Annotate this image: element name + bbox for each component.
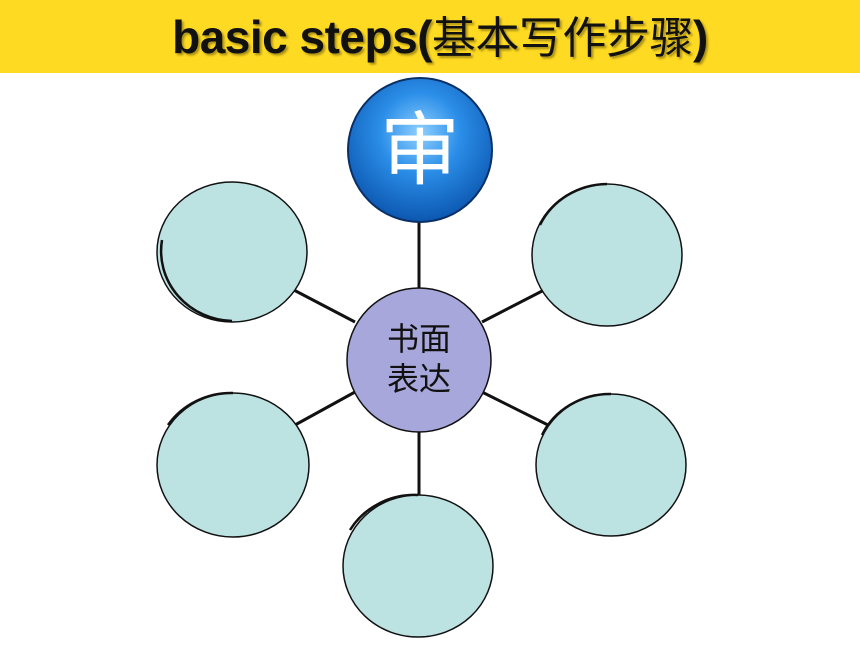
center-node-label-line1: 书面 <box>387 320 451 358</box>
connector-upper-left <box>289 286 356 324</box>
satellite-node-upper-left <box>156 181 308 323</box>
connector-lower-right <box>481 390 549 427</box>
satellite-node-bottom <box>342 493 494 638</box>
center-node: 书面 表达 <box>346 287 492 433</box>
satellite-node-lower-left <box>156 391 310 538</box>
center-node-label-line2: 表达 <box>387 360 451 398</box>
top-node: 审 <box>347 77 493 223</box>
connector-upper-right <box>481 286 549 324</box>
connector-lines <box>289 215 549 498</box>
satellite-node-lower-right <box>535 392 687 537</box>
top-node-label: 审 <box>380 104 460 197</box>
title-close: ) <box>693 11 708 63</box>
title-main: basic steps( <box>172 11 433 63</box>
satellite-node-upper-right <box>531 182 683 327</box>
connector-lower-left <box>294 390 356 427</box>
title-cjk: 基本写作步骤 <box>432 13 694 64</box>
title-bar: basic steps(基本写作步骤) <box>0 0 860 73</box>
slide-title: basic steps(基本写作步骤) <box>0 2 860 74</box>
